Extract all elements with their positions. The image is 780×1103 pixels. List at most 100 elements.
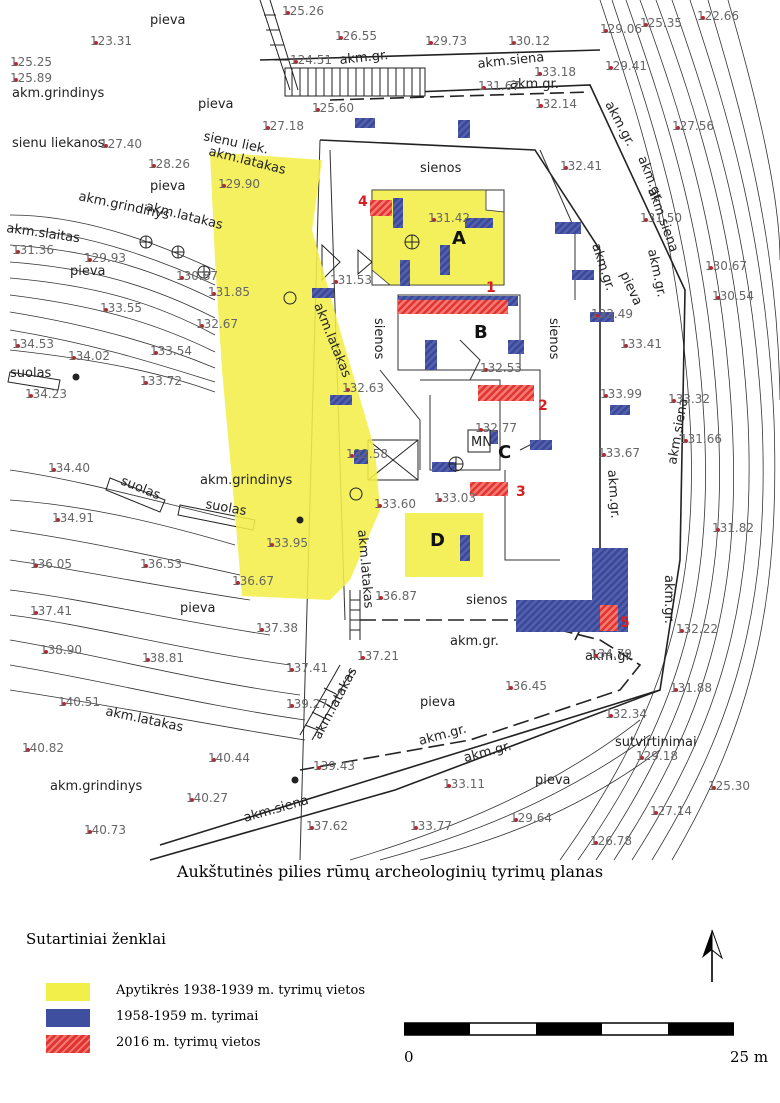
elevation-dot (260, 628, 264, 632)
elevation-dot (16, 250, 20, 254)
svg-text:pieva: pieva (150, 179, 186, 194)
elevation-dot (676, 126, 680, 130)
elevation-point: 130.12 (508, 34, 550, 48)
elevation-dot (361, 656, 365, 660)
elevation-point: 129.06 (600, 22, 642, 36)
elevation-point: 131.67 (478, 79, 520, 93)
elevation-label: 129.41 (605, 59, 647, 73)
elevation-dot (34, 564, 38, 568)
elevation-point: 134.79 (590, 647, 632, 661)
elevation-point: 127.56 (672, 119, 714, 133)
stairs (259, 0, 426, 741)
legend-title: Sutartiniai ženklai (26, 930, 166, 948)
elevation-label: 127.18 (262, 119, 304, 133)
elevation-label: 127.56 (672, 119, 714, 133)
elevation-label: 132.22 (676, 622, 718, 636)
elevation-label: 133.03 (434, 491, 476, 505)
elevation-label: 138.81 (142, 651, 184, 665)
elevation-label: 129.73 (425, 34, 467, 48)
elevation-point: 133.11 (443, 777, 485, 791)
elevation-dot (317, 766, 321, 770)
elevation-point: 127.18 (262, 119, 304, 133)
elevation-label: 127.40 (100, 137, 142, 151)
elevation-point: 129.64 (510, 811, 552, 825)
elevation-label: 133.72 (140, 374, 182, 388)
elevation-dot (350, 454, 354, 458)
svg-text:akm.gr.: akm.gr. (604, 469, 622, 519)
elevation-dot (88, 830, 92, 834)
elevation-point: 134.53 (12, 337, 54, 351)
elevation-dot (34, 611, 38, 615)
elevation-dot (212, 758, 216, 762)
elevation-label: 138.90 (40, 643, 82, 657)
elevation-label: 136.67 (232, 574, 274, 588)
elevation-point: 133.67 (598, 446, 640, 460)
elevation-dot (180, 276, 184, 280)
legend-swatch-red (46, 1035, 90, 1053)
elevation-point: 124.51 (290, 53, 332, 67)
elevation-label: 140.73 (84, 823, 126, 837)
elevation-dot (144, 381, 148, 385)
elevation-label: 134.40 (48, 461, 90, 475)
elevation-point: 132.53 (480, 361, 522, 375)
elevation-point: 133.32 (668, 392, 710, 406)
well-markers (72, 234, 464, 784)
elevation-label: 134.23 (25, 387, 67, 401)
trench-number-5: 5 (620, 615, 630, 631)
elevation-dot (200, 324, 204, 328)
elevation-point: 129.93 (84, 251, 126, 265)
elevation-dot (644, 218, 648, 222)
elevation-point: 129.73 (425, 34, 467, 48)
elevation-dot (640, 756, 644, 760)
elevation-point: 134.02 (68, 349, 110, 363)
elevation-dot (447, 784, 451, 788)
elevation-dot (482, 86, 486, 90)
elevation-point: 134.23 (25, 387, 67, 401)
elevation-dot (56, 518, 60, 522)
svg-text:akm.siena: akm.siena (477, 50, 545, 72)
elevation-dot (654, 811, 658, 815)
elevation-label: 140.82 (22, 741, 64, 755)
svg-text:pieva: pieva (70, 264, 106, 279)
trench-number-1: 1 (486, 280, 496, 296)
svg-text:sutvirtinimai: sutvirtinimai (615, 735, 697, 750)
elevation-label: 134.53 (12, 337, 54, 351)
svg-text:akm.latakas: akm.latakas (104, 704, 185, 735)
elevation-point: 131.50 (640, 211, 682, 225)
elevation-dot (672, 399, 676, 403)
elevation-point: 133.60 (374, 497, 416, 511)
elevation-label: 133.41 (620, 337, 662, 351)
elevation-point: 132.34 (605, 707, 647, 721)
elevation-point: 129.41 (605, 59, 647, 73)
elevation-dot (44, 650, 48, 654)
elevation-point: 133.77 (410, 819, 452, 833)
elevation-label: 133.54 (150, 344, 192, 358)
elevation-point: 131.66 (680, 432, 722, 446)
elevation-dot (154, 351, 158, 355)
elevation-dot (594, 654, 598, 658)
elevation-point: 122.66 (697, 9, 739, 23)
elevation-label: 132.53 (480, 361, 522, 375)
elevation-point: 131.36 (12, 243, 54, 257)
svg-text:pieva: pieva (180, 601, 216, 616)
elevation-dot (701, 16, 705, 20)
elevation-point: 127.40 (100, 137, 142, 151)
elevation-label: 129.90 (218, 177, 260, 191)
legend-label: Apytikrės 1938-1939 m. tyrimų vietos (116, 983, 365, 998)
elevation-point: 130.54 (712, 289, 754, 303)
svg-text:akm.gr.: akm.gr. (585, 649, 634, 664)
elevation-point: 130.67 (705, 259, 747, 273)
elevation-dot (144, 564, 148, 568)
elevation-dot (674, 688, 678, 692)
svg-text:sienos: sienos (371, 318, 386, 360)
svg-text:sienos: sienos (546, 318, 561, 360)
elevation-point: 137.38 (256, 621, 298, 635)
elevation-label: 131.53 (330, 273, 372, 287)
area-a-letter: A (452, 228, 466, 249)
elevation-label: 131.42 (428, 211, 470, 225)
elevation-point: 133.18 (534, 65, 576, 79)
trenches-2016 (370, 200, 618, 631)
elevation-dot (712, 786, 716, 790)
elevation-point: 136.87 (375, 589, 417, 603)
elevation-label: 132.14 (535, 97, 577, 111)
